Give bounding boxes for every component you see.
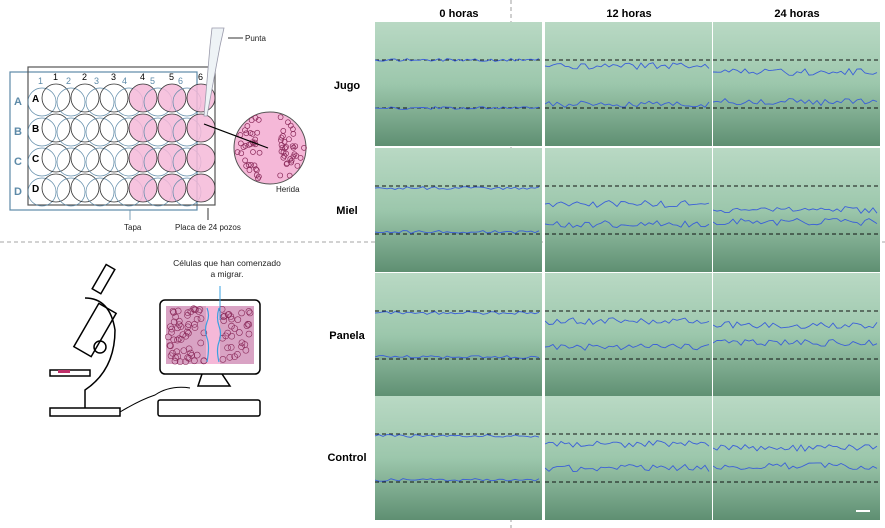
header-0h: 0 horas <box>375 8 543 20</box>
keyboard <box>158 400 260 416</box>
lid-well <box>57 88 85 116</box>
lid-well <box>86 148 114 176</box>
well <box>71 144 99 172</box>
micrograph-jugo-0 <box>375 22 542 146</box>
micrograph-miel-2 <box>713 148 880 272</box>
lid-well <box>86 88 114 116</box>
well <box>187 144 215 172</box>
lid-well <box>86 178 114 206</box>
lid-well <box>57 118 85 146</box>
scale-bar <box>856 510 870 512</box>
micrograph-background <box>713 22 880 146</box>
lid-well <box>57 148 85 176</box>
well <box>42 84 70 112</box>
well <box>187 174 215 202</box>
well <box>42 114 70 142</box>
micrograph-background <box>545 22 712 146</box>
micrograph-background <box>713 148 880 272</box>
well <box>158 114 186 142</box>
micrograph-background <box>375 148 542 272</box>
lid-col-label: 1 <box>38 76 43 86</box>
header-12h: 12 horas <box>545 8 713 20</box>
plate-row-label: D <box>32 184 39 195</box>
row-label-jugo: Jugo <box>322 80 372 92</box>
well <box>158 144 186 172</box>
well <box>42 174 70 202</box>
well <box>100 84 128 112</box>
well <box>100 174 128 202</box>
well <box>129 114 157 142</box>
well <box>158 174 186 202</box>
micrograph-control-0 <box>375 396 542 520</box>
lid-row-label: D <box>14 186 22 198</box>
micrograph-background <box>545 273 712 397</box>
lid-col-label: 5 <box>150 76 155 86</box>
micrograph-panela-0 <box>375 273 542 397</box>
plate-col-label: 3 <box>111 72 116 82</box>
lid-row-label: B <box>14 126 22 138</box>
micrograph-jugo-1 <box>545 22 712 146</box>
well <box>187 114 215 142</box>
micrograph-background <box>375 22 542 146</box>
plate-col-label: 5 <box>169 72 174 82</box>
well <box>71 84 99 112</box>
micrograph-background <box>375 396 542 520</box>
plate-label: Placa de 24 pozos <box>175 223 241 232</box>
well <box>71 114 99 142</box>
well <box>129 144 157 172</box>
row-label-panela: Panela <box>322 330 372 342</box>
plate-row-label: B <box>32 124 39 135</box>
migration-annotation: Células que han comenzado a migrar. <box>172 258 282 280</box>
micrograph-miel-1 <box>545 148 712 272</box>
micrograph-background <box>713 396 880 520</box>
header-24h: 24 horas <box>713 8 881 20</box>
lid-well <box>57 178 85 206</box>
plate-row-label: A <box>32 94 39 105</box>
microscope-base <box>50 408 120 416</box>
well <box>100 144 128 172</box>
plate-col-label: 4 <box>140 72 145 82</box>
micrograph-background <box>545 148 712 272</box>
well <box>129 174 157 202</box>
lid-col-label: 6 <box>178 76 183 86</box>
lid-col-label: 4 <box>122 76 127 86</box>
plate-row-label: C <box>32 154 39 165</box>
slide <box>58 370 70 373</box>
plate-col-label: 2 <box>82 72 87 82</box>
micrograph-panela-1 <box>545 273 712 397</box>
monitor-stand <box>198 374 230 386</box>
micrograph-control-2 <box>713 396 880 520</box>
micrograph-background <box>375 273 542 397</box>
micrograph-background <box>545 396 712 520</box>
lid-well <box>86 118 114 146</box>
well <box>42 144 70 172</box>
well-plate-diagram: AABBCCDD112233445566 <box>0 20 320 230</box>
well <box>100 114 128 142</box>
wound-label: Herida <box>276 185 300 194</box>
row-label-control: Control <box>322 452 372 464</box>
micrograph-control-1 <box>545 396 712 520</box>
micrograph-panela-2 <box>713 273 880 397</box>
well <box>71 174 99 202</box>
plate-col-label: 6 <box>198 72 203 82</box>
lid-col-label: 2 <box>66 76 71 86</box>
row-label-miel: Miel <box>322 205 372 217</box>
lid-label: Tapa <box>124 223 141 232</box>
micrograph-miel-0 <box>375 148 542 272</box>
well <box>158 84 186 112</box>
lid-col-label: 3 <box>94 76 99 86</box>
lid-row-label: A <box>14 96 22 108</box>
well <box>129 84 157 112</box>
micrograph-jugo-2 <box>713 22 880 146</box>
microscope-eyepiece <box>92 265 115 294</box>
micrograph-background <box>713 273 880 397</box>
lid-row-label: C <box>14 156 22 168</box>
plate-col-label: 1 <box>53 72 58 82</box>
tip-label: Punta <box>245 34 266 43</box>
